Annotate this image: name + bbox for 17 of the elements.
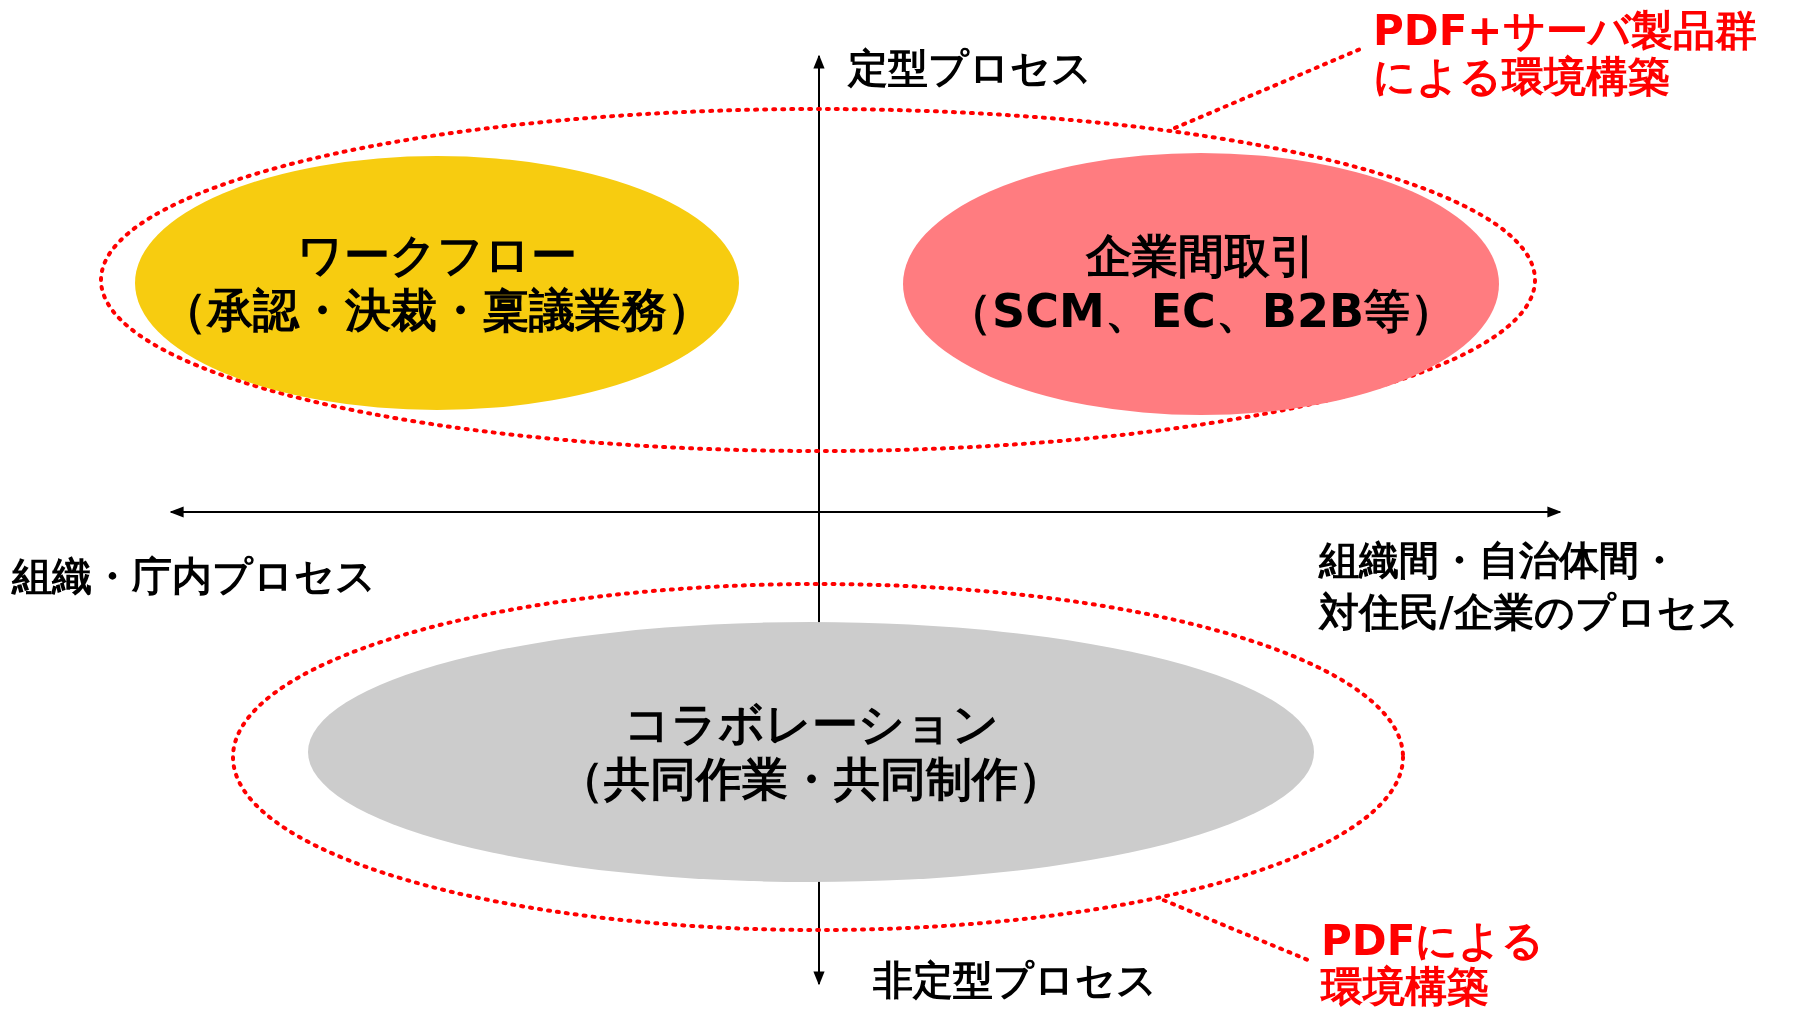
axis-label: 対住民/企業のプロセス <box>1319 588 1739 636</box>
axis-label: 組織・庁内プロセス <box>12 552 376 600</box>
category-ellipse <box>308 622 1314 882</box>
axis-label: 組織間・自治体間・ <box>1319 536 1679 584</box>
category-detail: （承認・決裁・稟議業務） <box>161 283 713 339</box>
category-detail: （SCM、EC、B2B等） <box>946 284 1456 340</box>
note-text: PDF+サーバ製品群による環境構築 <box>1373 8 1758 101</box>
category-title: コラボレーション <box>623 696 999 752</box>
category-title: 企業間取引 <box>1086 228 1316 284</box>
category-title: ワークフロー <box>297 227 577 283</box>
group-ellipse <box>99 107 1537 453</box>
category-detail: （共同作業・共同制作） <box>558 752 1064 808</box>
axis-label: 非定型プロセス <box>873 956 1157 1004</box>
axis-label: 定型プロセス <box>848 44 1092 92</box>
note-text: PDFによる環境構築 <box>1321 918 1546 1011</box>
category-ellipse <box>903 153 1499 415</box>
category-ellipse <box>135 156 739 410</box>
